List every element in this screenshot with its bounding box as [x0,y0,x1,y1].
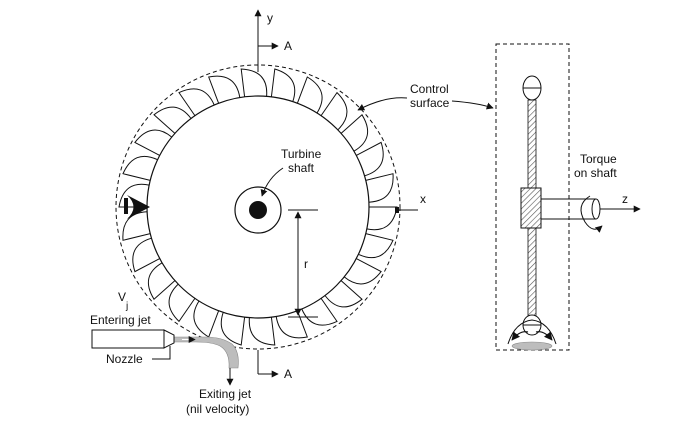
bucket [248,317,276,346]
x-axis-label: x [420,192,426,206]
y-axis-label: y [267,11,273,25]
water-jet [171,336,239,369]
control-surface-leader-right [451,100,494,110]
section-label-bottom: A [284,367,292,381]
bucket [270,68,296,102]
velocity-subscript: j [125,301,128,312]
side-view-wheel [507,75,557,351]
bucket [275,310,308,339]
x-axis: x [395,192,426,213]
exiting-jet-label-line2: (nil velocity) [186,402,249,416]
shaft-dot [249,201,267,219]
control-surface-label-line2: surface [410,96,450,110]
active-bucket-left [124,195,150,219]
entering-jet-label: Entering jet [90,313,151,327]
control-surface-label-line1: Control [410,82,449,96]
bucket [356,141,384,177]
exiting-jet-label-line1: Exiting jet [199,387,252,401]
control-surface-leader-left [357,97,408,111]
output-shaft [541,198,601,220]
turbine-shaft-leader [260,167,284,197]
torque-arrow [580,195,603,233]
section-marker-bottom: A [257,350,292,381]
section-label-top: A [284,39,292,53]
section-marker-top: A [258,39,292,53]
z-axis-label: z [622,192,628,206]
bucket [366,206,398,231]
radius-dimension: r [288,209,318,318]
turbine-shaft-label-line1: Turbine [281,147,322,161]
bucket [122,155,158,181]
bucket [122,211,151,241]
nozzle-label: Nozzle [106,352,143,366]
radius-label: r [304,257,308,271]
control-surface-circle [115,64,401,350]
nozzle-leader [152,346,171,360]
bucket [134,129,173,156]
turbine-shaft-label-line2: shaft [288,161,315,175]
bucket [208,75,241,104]
z-axis: z [600,192,641,213]
bucket [358,233,394,259]
torque-label-line2: on shaft [574,166,617,180]
nozzle [91,329,175,349]
bucket [365,173,394,203]
bucket [240,68,268,97]
velocity-label: V [118,290,126,304]
torque-label-line1: Torque [580,152,617,166]
y-axis: y [254,9,273,72]
bucket [220,312,246,346]
bucket [343,258,382,285]
bucket [296,76,323,114]
bucket [132,237,160,273]
